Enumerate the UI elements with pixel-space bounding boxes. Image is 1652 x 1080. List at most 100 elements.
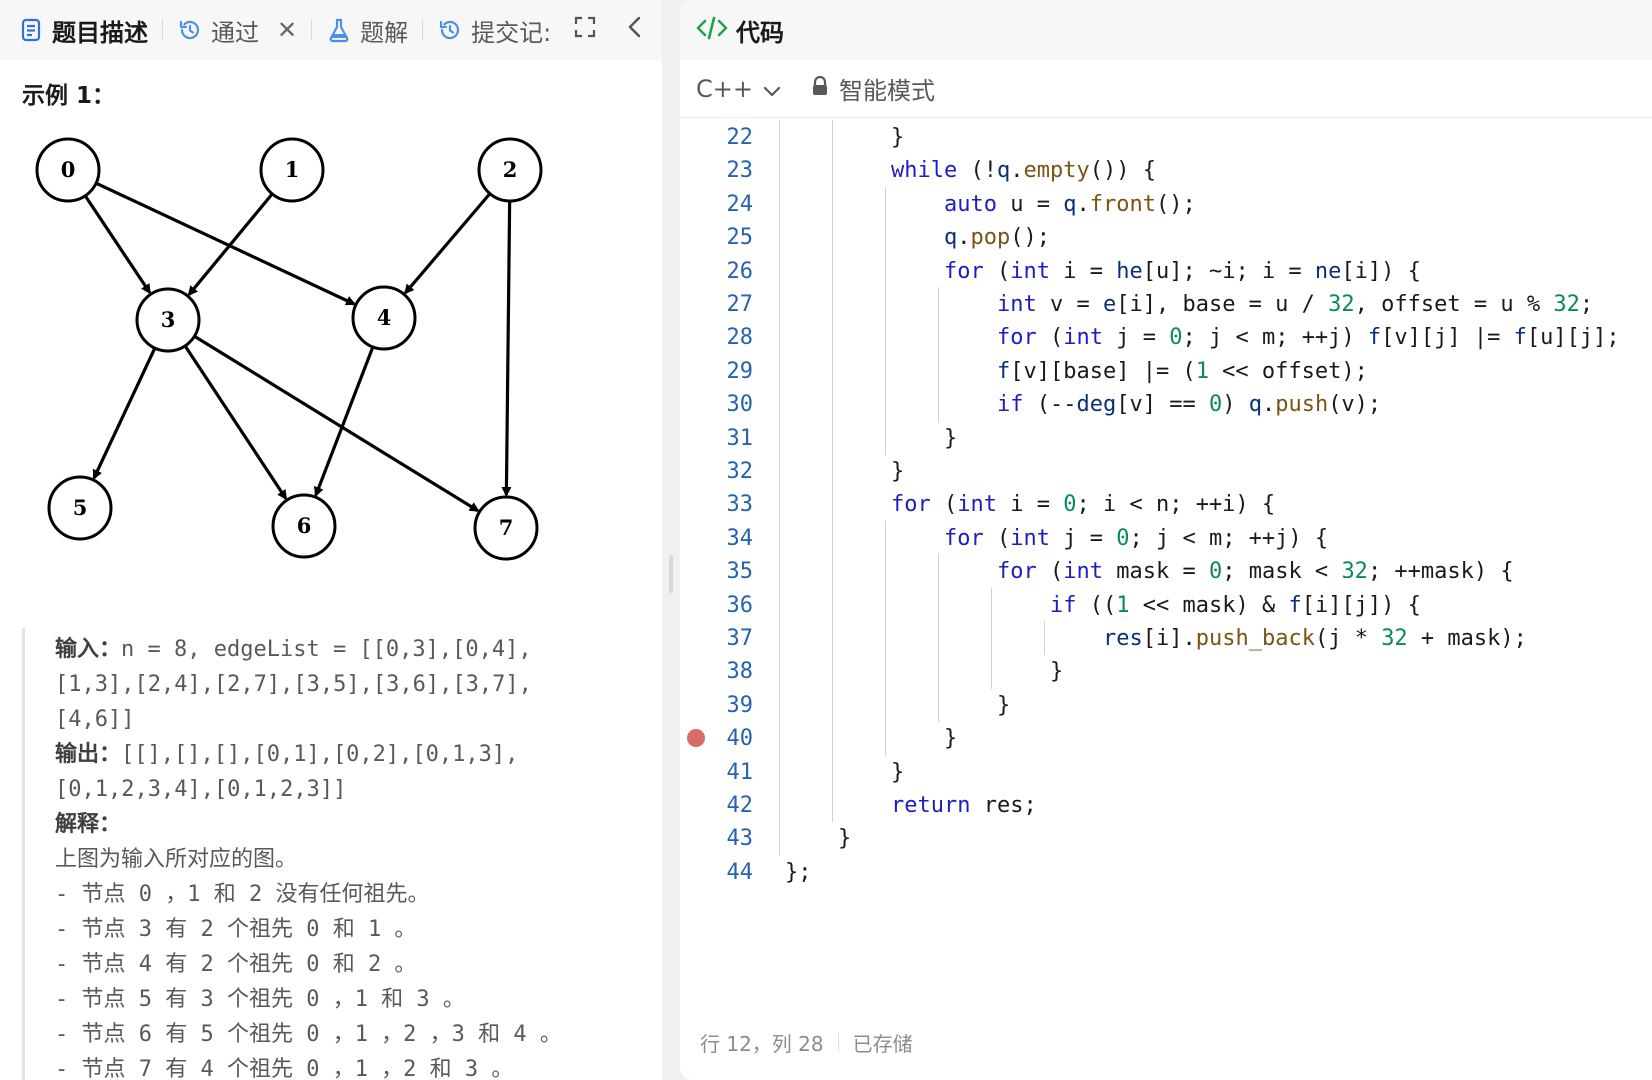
breakpoint-marker[interactable] xyxy=(687,728,705,747)
indent-guide xyxy=(779,186,780,222)
indent-guide xyxy=(779,120,780,155)
indent-guide xyxy=(779,454,780,489)
line-number[interactable]: 41 xyxy=(726,759,754,785)
history-icon xyxy=(177,17,203,43)
panel-resize-handle[interactable] xyxy=(669,555,673,593)
code-token: pop xyxy=(970,225,1011,251)
code-token: [i], base = u / xyxy=(1116,292,1329,317)
code-text: auto u = q.front(); xyxy=(944,187,1196,222)
smart-mode-toggle[interactable]: 智能模式 xyxy=(811,71,935,106)
code-token: [i]) { xyxy=(1341,258,1421,284)
tab-solutions[interactable]: 题解 xyxy=(326,0,408,60)
expand-icon[interactable] xyxy=(573,15,597,45)
tab-description[interactable]: 题目描述 xyxy=(18,0,148,60)
chevron-left-icon[interactable] xyxy=(627,15,643,45)
code-token: (! xyxy=(957,158,997,184)
code-token: } xyxy=(891,125,905,150)
example-block: 输入：n = 8, edgeList = [[0,3],[0,4], [1,3]… xyxy=(22,628,642,1080)
code-line[interactable]: 39} xyxy=(680,687,1652,723)
code-token: q xyxy=(944,225,958,251)
tab-accepted[interactable]: 通过 ✕ xyxy=(177,0,297,60)
tab-description-label: 题目描述 xyxy=(52,18,148,47)
code-token: 0 xyxy=(1063,492,1077,518)
tab-solutions-label: 题解 xyxy=(360,18,409,47)
tab-submissions[interactable]: 提交记: xyxy=(437,0,551,60)
problem-tab-bar: 题目描述 通过 ✕ 题解 提交记: xyxy=(0,0,662,60)
indent-guide xyxy=(779,353,780,389)
code-line[interactable]: 41} xyxy=(680,754,1652,790)
code-token: } xyxy=(944,726,958,752)
line-number[interactable]: 23 xyxy=(726,158,754,184)
line-number[interactable]: 22 xyxy=(726,125,754,150)
code-line[interactable]: 38} xyxy=(680,654,1652,689)
close-icon[interactable]: ✕ xyxy=(277,16,298,44)
code-line[interactable]: 22} xyxy=(680,120,1652,155)
explain-line: - 节点 0 ，1 和 2 没有任何祖先。 xyxy=(55,882,430,907)
code-token: [i][j]) { xyxy=(1301,592,1421,618)
line-number[interactable]: 26 xyxy=(726,258,754,284)
line-number[interactable]: 36 xyxy=(726,592,754,618)
example-input-line-1: 输入：n = 8, edgeList = [[0,3],[0,4], xyxy=(55,632,642,667)
code-token: q xyxy=(1063,191,1077,217)
code-token: 1 xyxy=(1116,592,1130,618)
line-number[interactable]: 37 xyxy=(726,626,754,651)
line-number[interactable]: 38 xyxy=(726,659,754,685)
graph-edge-1-3 xyxy=(187,192,274,297)
line-number[interactable]: 28 xyxy=(726,325,754,351)
line-number[interactable]: 44 xyxy=(726,859,754,885)
code-line[interactable]: 44}; xyxy=(680,855,1652,890)
graph-node-label: 5 xyxy=(73,495,88,520)
line-number[interactable]: 32 xyxy=(726,459,754,484)
code-token: ; xyxy=(1579,292,1594,317)
graph-edge-3-6 xyxy=(183,344,288,501)
code-token: e xyxy=(1102,292,1117,317)
line-number[interactable]: 31 xyxy=(726,425,754,451)
language-select[interactable]: C++ xyxy=(696,75,781,103)
line-number[interactable]: 25 xyxy=(726,225,754,251)
code-token: j = xyxy=(1103,325,1170,351)
code-line[interactable]: 32} xyxy=(680,454,1652,489)
line-number[interactable]: 43 xyxy=(726,826,754,852)
indent-guide xyxy=(991,621,992,656)
line-number[interactable]: 40 xyxy=(726,726,754,752)
code-token: ; ++mask) { xyxy=(1367,559,1514,585)
code-line[interactable]: 43} xyxy=(680,821,1652,856)
code-line[interactable]: 37 res[i].push_back(j * 32 + mask); xyxy=(680,621,1652,656)
example-heading: 示例 1： xyxy=(22,83,116,109)
line-number[interactable]: 27 xyxy=(726,292,754,317)
line-number[interactable]: 30 xyxy=(726,392,754,418)
line-number[interactable]: 24 xyxy=(726,191,754,217)
line-number[interactable]: 39 xyxy=(726,692,754,718)
line-number[interactable]: 35 xyxy=(726,559,754,585)
code-token: ; mask < xyxy=(1222,559,1342,585)
code-token: if xyxy=(1050,592,1077,618)
code-line[interactable]: 40} xyxy=(680,721,1652,756)
indent-guide xyxy=(938,654,939,689)
code-line[interactable]: 31} xyxy=(680,420,1652,456)
code-line[interactable]: 24 auto u = q.front(); xyxy=(680,186,1652,222)
line-number[interactable]: 42 xyxy=(726,793,754,818)
code-token: } xyxy=(891,759,905,785)
code-token: int xyxy=(1063,559,1103,585)
line-number[interactable]: 34 xyxy=(726,525,754,551)
indent-guide xyxy=(832,754,833,789)
code-text: res[i].push_back(j * 32 + mask); xyxy=(1103,621,1527,656)
code-token: 0 xyxy=(1116,525,1130,551)
line-number[interactable]: 33 xyxy=(726,492,754,518)
line-number[interactable]: 29 xyxy=(726,358,754,384)
indent-guide xyxy=(779,487,780,522)
